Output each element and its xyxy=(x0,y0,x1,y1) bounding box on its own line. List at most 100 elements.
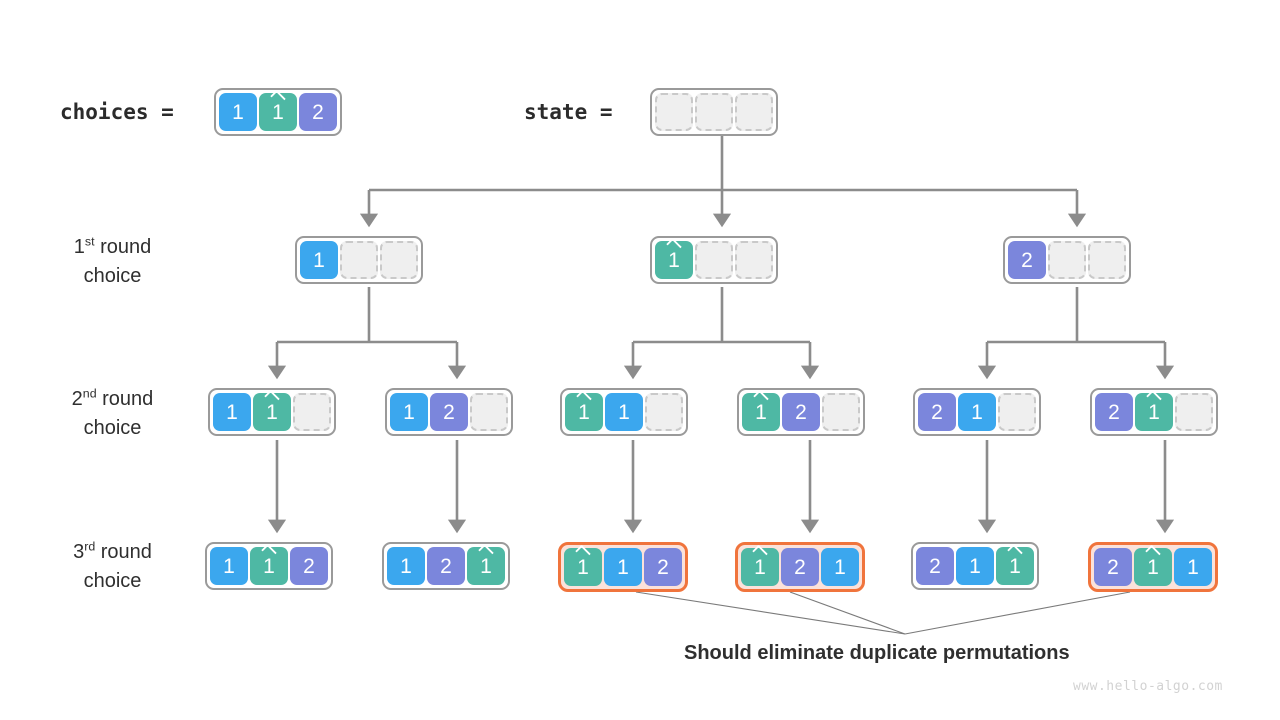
array-cell-value: 2 xyxy=(290,547,328,585)
array-cell-empty xyxy=(998,393,1036,431)
array-cell-value: 1 xyxy=(565,393,603,431)
array-cell-empty xyxy=(735,93,773,131)
cell-text: 2 xyxy=(1108,400,1120,424)
cell-text: 2 xyxy=(931,400,943,424)
array-cell-empty xyxy=(1088,241,1126,279)
array-cell-value: 1 xyxy=(300,241,338,279)
array-cell-value: 1 xyxy=(253,393,291,431)
caption-text: Should eliminate duplicate permutations xyxy=(684,642,1070,664)
array-cell-value: 1 xyxy=(604,548,642,586)
cell-text-duplicate-marked: 1 xyxy=(266,400,278,424)
array-cell-value: 1 xyxy=(213,393,251,431)
array-cell-value: 1 xyxy=(250,547,288,585)
cell-text: 2 xyxy=(443,400,455,424)
cell-text-duplicate-marked: 1 xyxy=(577,555,589,579)
cell-text: 1 xyxy=(834,555,846,579)
cell-text: 1 xyxy=(223,554,235,578)
array-cell-value: 1 xyxy=(1174,548,1212,586)
array-cell-value: 1 xyxy=(655,241,693,279)
watermark: www.hello-algo.com xyxy=(1073,679,1223,694)
array-cell-value: 1 xyxy=(219,93,257,131)
cell-text-duplicate-marked: 1 xyxy=(480,554,492,578)
cell-text-duplicate-marked: 1 xyxy=(263,554,275,578)
cell-text: 2 xyxy=(303,554,315,578)
array-cell-value: 2 xyxy=(427,547,465,585)
array-cell-value: 2 xyxy=(1008,241,1046,279)
array-cell-empty xyxy=(695,93,733,131)
array-cell-empty xyxy=(293,393,331,431)
array-cell-empty xyxy=(735,241,773,279)
cell-text: 2 xyxy=(794,555,806,579)
tree-node-r3-c2: 1 2 1 xyxy=(382,542,510,590)
cell-text: 2 xyxy=(795,400,807,424)
row-label-3-line2: choice xyxy=(83,570,142,592)
tree-node-r1-c1: 1 xyxy=(295,236,423,284)
state-array xyxy=(650,88,778,136)
array-cell-value: 1 xyxy=(259,93,297,131)
cell-text: 2 xyxy=(312,100,324,124)
array-cell-empty xyxy=(655,93,693,131)
row-label-3-line1: 3rd round xyxy=(73,539,152,563)
array-cell-value: 2 xyxy=(781,548,819,586)
tree-node-r3-c1: 1 1 2 xyxy=(205,542,333,590)
array-cell-value: 1 xyxy=(210,547,248,585)
cell-text-duplicate-marked: 1 xyxy=(1009,554,1021,578)
array-cell-empty xyxy=(380,241,418,279)
array-cell-value: 2 xyxy=(299,93,337,131)
cell-text: 2 xyxy=(1107,555,1119,579)
cell-text: 1 xyxy=(232,100,244,124)
row-label-1: 1st round choice xyxy=(25,233,200,291)
array-cell-value: 2 xyxy=(1094,548,1132,586)
cell-text: 2 xyxy=(1021,248,1033,272)
array-cell-value: 2 xyxy=(1095,393,1133,431)
array-cell-value: 2 xyxy=(916,547,954,585)
cell-text: 2 xyxy=(929,554,941,578)
array-cell-empty xyxy=(695,241,733,279)
row-label-3: 3rd round choice xyxy=(25,538,200,596)
array-cell-value: 1 xyxy=(996,547,1034,585)
cell-text: 1 xyxy=(1187,555,1199,579)
array-cell-value: 2 xyxy=(430,393,468,431)
array-cell-value: 2 xyxy=(782,393,820,431)
row-label-2: 2nd round choice xyxy=(25,385,200,443)
array-cell-value: 1 xyxy=(958,393,996,431)
array-cell-value: 1 xyxy=(467,547,505,585)
choices-array: 1 1 2 xyxy=(214,88,342,136)
array-cell-empty xyxy=(1175,393,1213,431)
array-cell-value: 2 xyxy=(918,393,956,431)
row-label-1-line1: 1st round xyxy=(73,234,152,258)
cell-text: 1 xyxy=(618,400,630,424)
cell-text: 1 xyxy=(400,554,412,578)
array-cell-empty xyxy=(645,393,683,431)
array-cell-value: 1 xyxy=(564,548,602,586)
array-cell-value: 1 xyxy=(821,548,859,586)
array-cell-value: 1 xyxy=(1135,393,1173,431)
row-label-1-line2: choice xyxy=(83,265,142,287)
cell-text: 2 xyxy=(657,555,669,579)
choices-label: choices = xyxy=(60,100,174,124)
array-cell-value: 2 xyxy=(644,548,682,586)
state-label: state = xyxy=(524,100,613,124)
array-cell-empty xyxy=(822,393,860,431)
cell-text-duplicate-marked: 1 xyxy=(578,400,590,424)
cell-text-duplicate-marked: 1 xyxy=(272,100,284,124)
array-cell-empty xyxy=(340,241,378,279)
cell-text: 1 xyxy=(226,400,238,424)
cell-text-duplicate-marked: 1 xyxy=(1147,555,1159,579)
array-cell-value: 1 xyxy=(390,393,428,431)
cell-text: 1 xyxy=(969,554,981,578)
array-cell-value: 1 xyxy=(741,548,779,586)
cell-text: 2 xyxy=(440,554,452,578)
array-cell-value: 1 xyxy=(742,393,780,431)
array-cell-empty xyxy=(1048,241,1086,279)
array-cell-value: 1 xyxy=(605,393,643,431)
